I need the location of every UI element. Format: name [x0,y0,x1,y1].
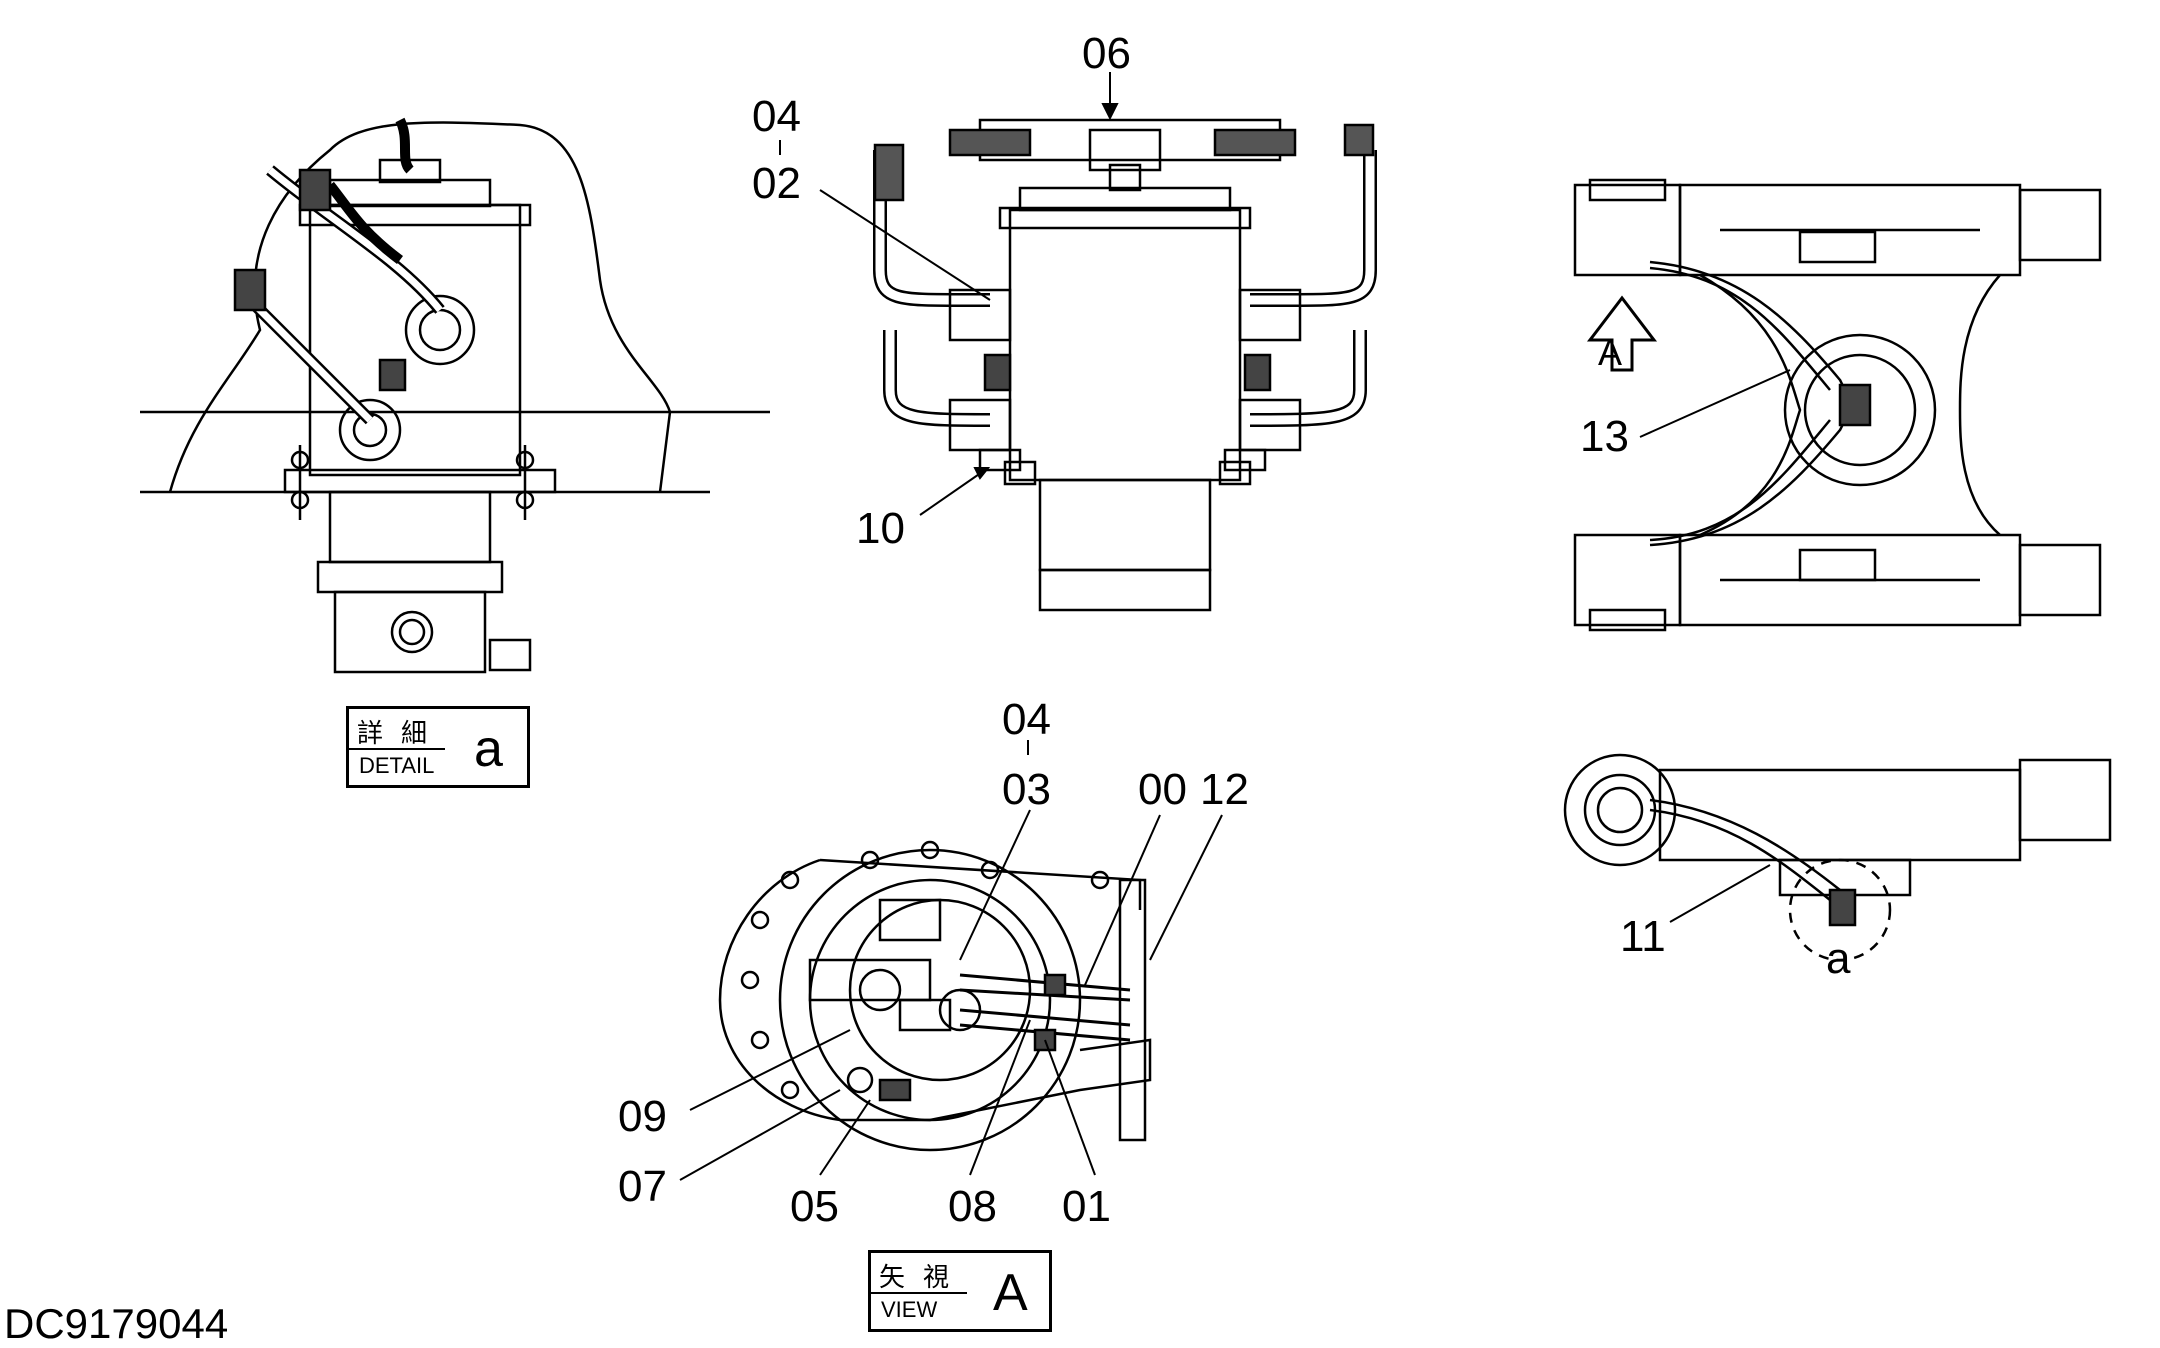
center-joint-drawing [873,118,1377,612]
bolt-ring [740,840,1110,1100]
callout-13: 13 [1580,412,1629,461]
detail-tag: 詳細 DETAIL a [346,706,530,788]
leader-lines [679,72,1791,1181]
view-a-arrow [1586,295,1658,372]
detail-tag-jp: 詳細 [357,719,446,749]
callout-07: 07 [618,1162,667,1211]
detail-tag-en: DETAIL [359,753,435,778]
callout-04-top: 04 [752,92,801,141]
circle-a-label: a [1826,934,1851,983]
detail-tag-rule [349,748,445,750]
callout-00: 00 [1138,765,1187,814]
callout-10: 10 [856,504,905,553]
callout-05: 05 [790,1182,839,1231]
callout-09: 09 [618,1092,667,1141]
view-tag-letter: A [993,1264,1028,1322]
view-tag-rule [871,1292,967,1294]
arrow-a-label: A [1598,332,1623,373]
callout-03: 03 [1002,765,1051,814]
callout-04-mid: 04 [1002,695,1051,744]
callout-11: 11 [1620,912,1666,961]
view-tag: 矢視 VIEW A [868,1250,1052,1332]
view-tag-en: VIEW [881,1297,938,1322]
callout-06: 06 [1082,29,1131,78]
side-view-drawing [1563,753,2112,962]
view-tag-jp: 矢視 [879,1263,968,1293]
callout-08: 08 [948,1182,997,1231]
undercarriage-plan-drawing [1573,178,2102,632]
callout-12: 12 [1200,765,1249,814]
document-id: DC9179044 [4,1300,229,1347]
callout-02: 02 [752,159,801,208]
detail-a-drawing [140,117,770,674]
callout-01: 01 [1062,1182,1111,1231]
detail-tag-letter: a [474,720,503,778]
travel-motor-drawing [718,840,1152,1152]
